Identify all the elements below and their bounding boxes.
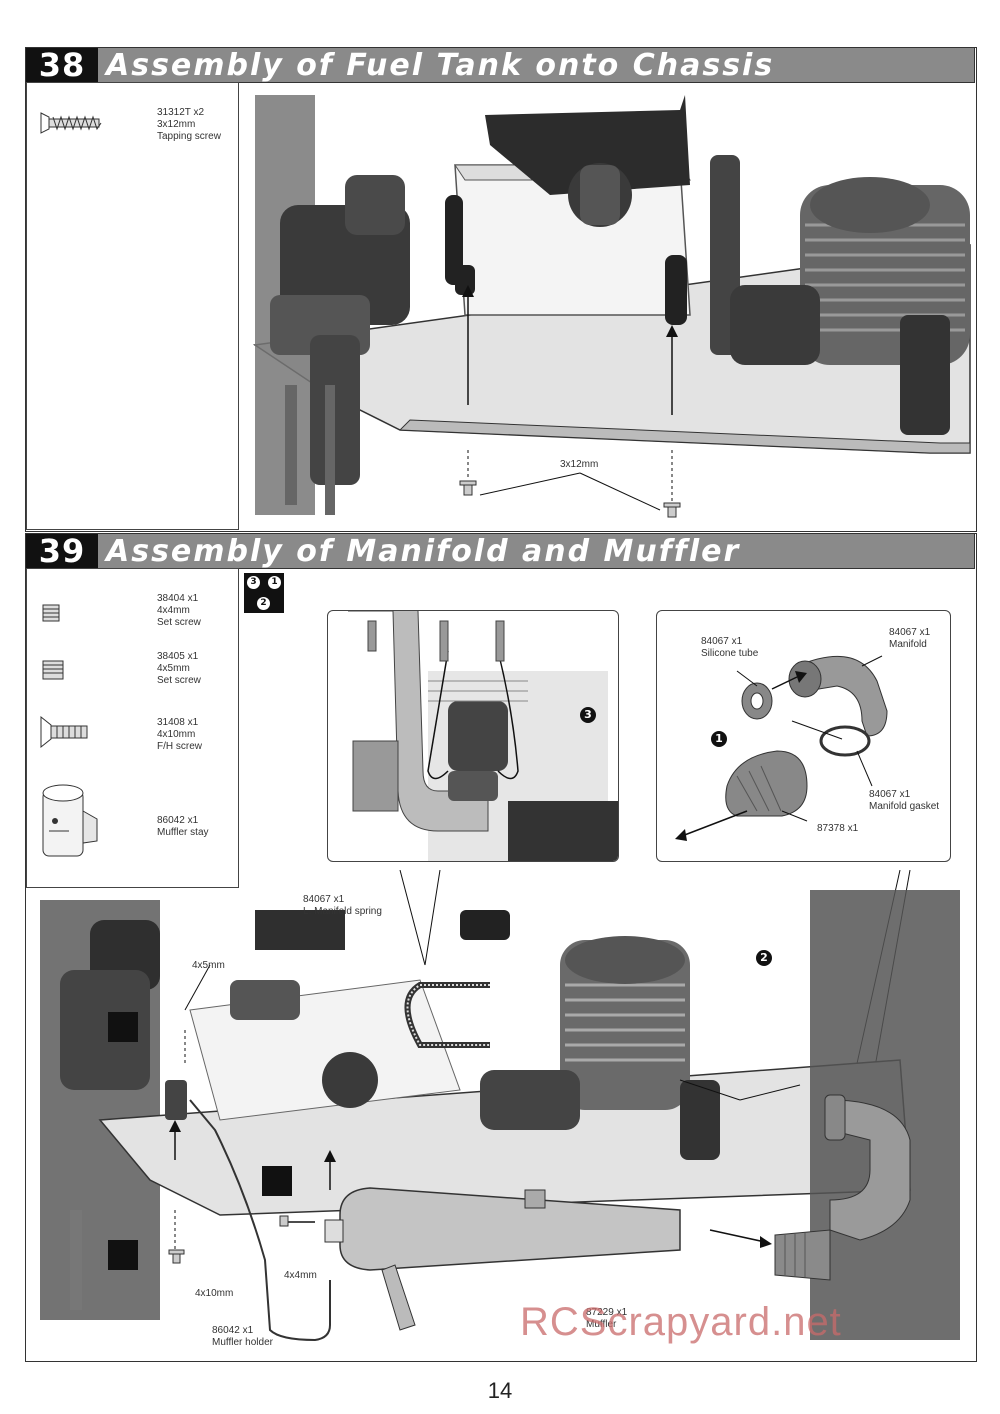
screw-label-3x12: 3x12mm [560, 459, 599, 470]
part-code: 31408 x1 [157, 717, 199, 728]
part-name: Set screw [157, 617, 201, 628]
manifold-exploded-illustration [675, 655, 888, 841]
step-39-title: Assembly of Manifold and Muffler [106, 534, 741, 569]
manifold-spring-detail-illustration [348, 611, 618, 861]
part-size: 3x12mm [157, 119, 196, 130]
screw-label-4x4: 4x4mm [284, 1270, 317, 1281]
threadlock-tag-icon [108, 1240, 138, 1270]
screw-label-4x5: 4x5mm [192, 960, 225, 971]
silicone-tube-label: 84067 x1 Silicone tube [701, 636, 759, 659]
step-38-title: Assembly of Fuel Tank onto Chassis [106, 48, 775, 83]
manifold-label: 84067 x1 Manifold [889, 627, 931, 650]
part-size: 4x4mm [157, 605, 190, 616]
inset-manifold-assembly: 84067 x1 Silicone tube 84067 x1 Manifold… [656, 610, 951, 862]
part-code: 31312T x2 [157, 107, 205, 118]
muffler-stay-icon [42, 784, 98, 857]
step-marker-2: 2 [756, 950, 772, 966]
fuel-tank-chassis-illustration [252, 95, 971, 518]
part-86042: 86042 x1 Muffler stay [157, 815, 209, 839]
step-38-parts-box: 31312T x2 3x12mm Tapping screw [26, 82, 239, 530]
part-38405: 38405 x1 4x5mm Set screw [157, 651, 201, 687]
threadlock-tag-icon [108, 1012, 138, 1042]
watermark-text: RCScrapyard.net [520, 1300, 842, 1344]
step-39-header: 39 Assembly of Manifold and Muffler [25, 533, 975, 569]
flat-head-screw-icon [40, 715, 88, 749]
step-38-number: 38 [26, 48, 98, 82]
manifold-gasket-label: 84067 x1 Manifold gasket [869, 789, 940, 812]
step-marker-3: 3 [580, 707, 596, 723]
order-step-1: 1 [268, 576, 281, 589]
part-name: Tapping screw [157, 131, 221, 142]
set-screw-4x5-icon [42, 660, 64, 680]
tapping-screw-icon [40, 112, 102, 134]
part-name: F/H screw [157, 741, 202, 752]
page-number: 14 [487, 1378, 513, 1403]
set-screw-4x4-icon [42, 604, 60, 622]
step-marker-1: 1 [711, 731, 727, 747]
part-size: 4x5mm [157, 663, 190, 674]
threadlock-tag-icon [262, 1166, 292, 1196]
elbow-label: 87378 x1 [817, 823, 859, 834]
part-code: 86042 x1 [157, 815, 199, 826]
part-name: Set screw [157, 675, 201, 686]
order-step-2: 2 [257, 597, 270, 610]
manifold-spring-label: 84067 x1 L. Manifold spring [303, 894, 382, 917]
step-order-badge: 3 1 2 [244, 573, 284, 613]
part-code: 38405 x1 [157, 651, 199, 662]
order-step-3: 3 [247, 576, 260, 589]
step-39-number: 39 [26, 534, 98, 568]
part-name: Muffler stay [157, 827, 209, 838]
part-31312t: 31312T x2 3x12mm Tapping screw [157, 107, 221, 143]
part-31408: 31408 x1 4x10mm F/H screw [157, 717, 202, 753]
muffler-holder-label: 86042 x1 Muffler holder [212, 1325, 273, 1348]
step-38-header: 38 Assembly of Fuel Tank onto Chassis [25, 47, 975, 83]
part-38404: 38404 x1 4x4mm Set screw [157, 593, 201, 629]
muffler-label: 87229 x1 Muffler [586, 1307, 628, 1330]
screw-label-4x10: 4x10mm [195, 1288, 234, 1299]
inset-manifold-spring: 3 [327, 610, 619, 862]
manifold-muffler-illustration [40, 870, 960, 1342]
step-39-parts-box: 38404 x1 4x4mm Set screw 38405 x1 4x5mm … [26, 568, 239, 888]
part-size: 4x10mm [157, 729, 196, 740]
part-code: 38404 x1 [157, 593, 199, 604]
